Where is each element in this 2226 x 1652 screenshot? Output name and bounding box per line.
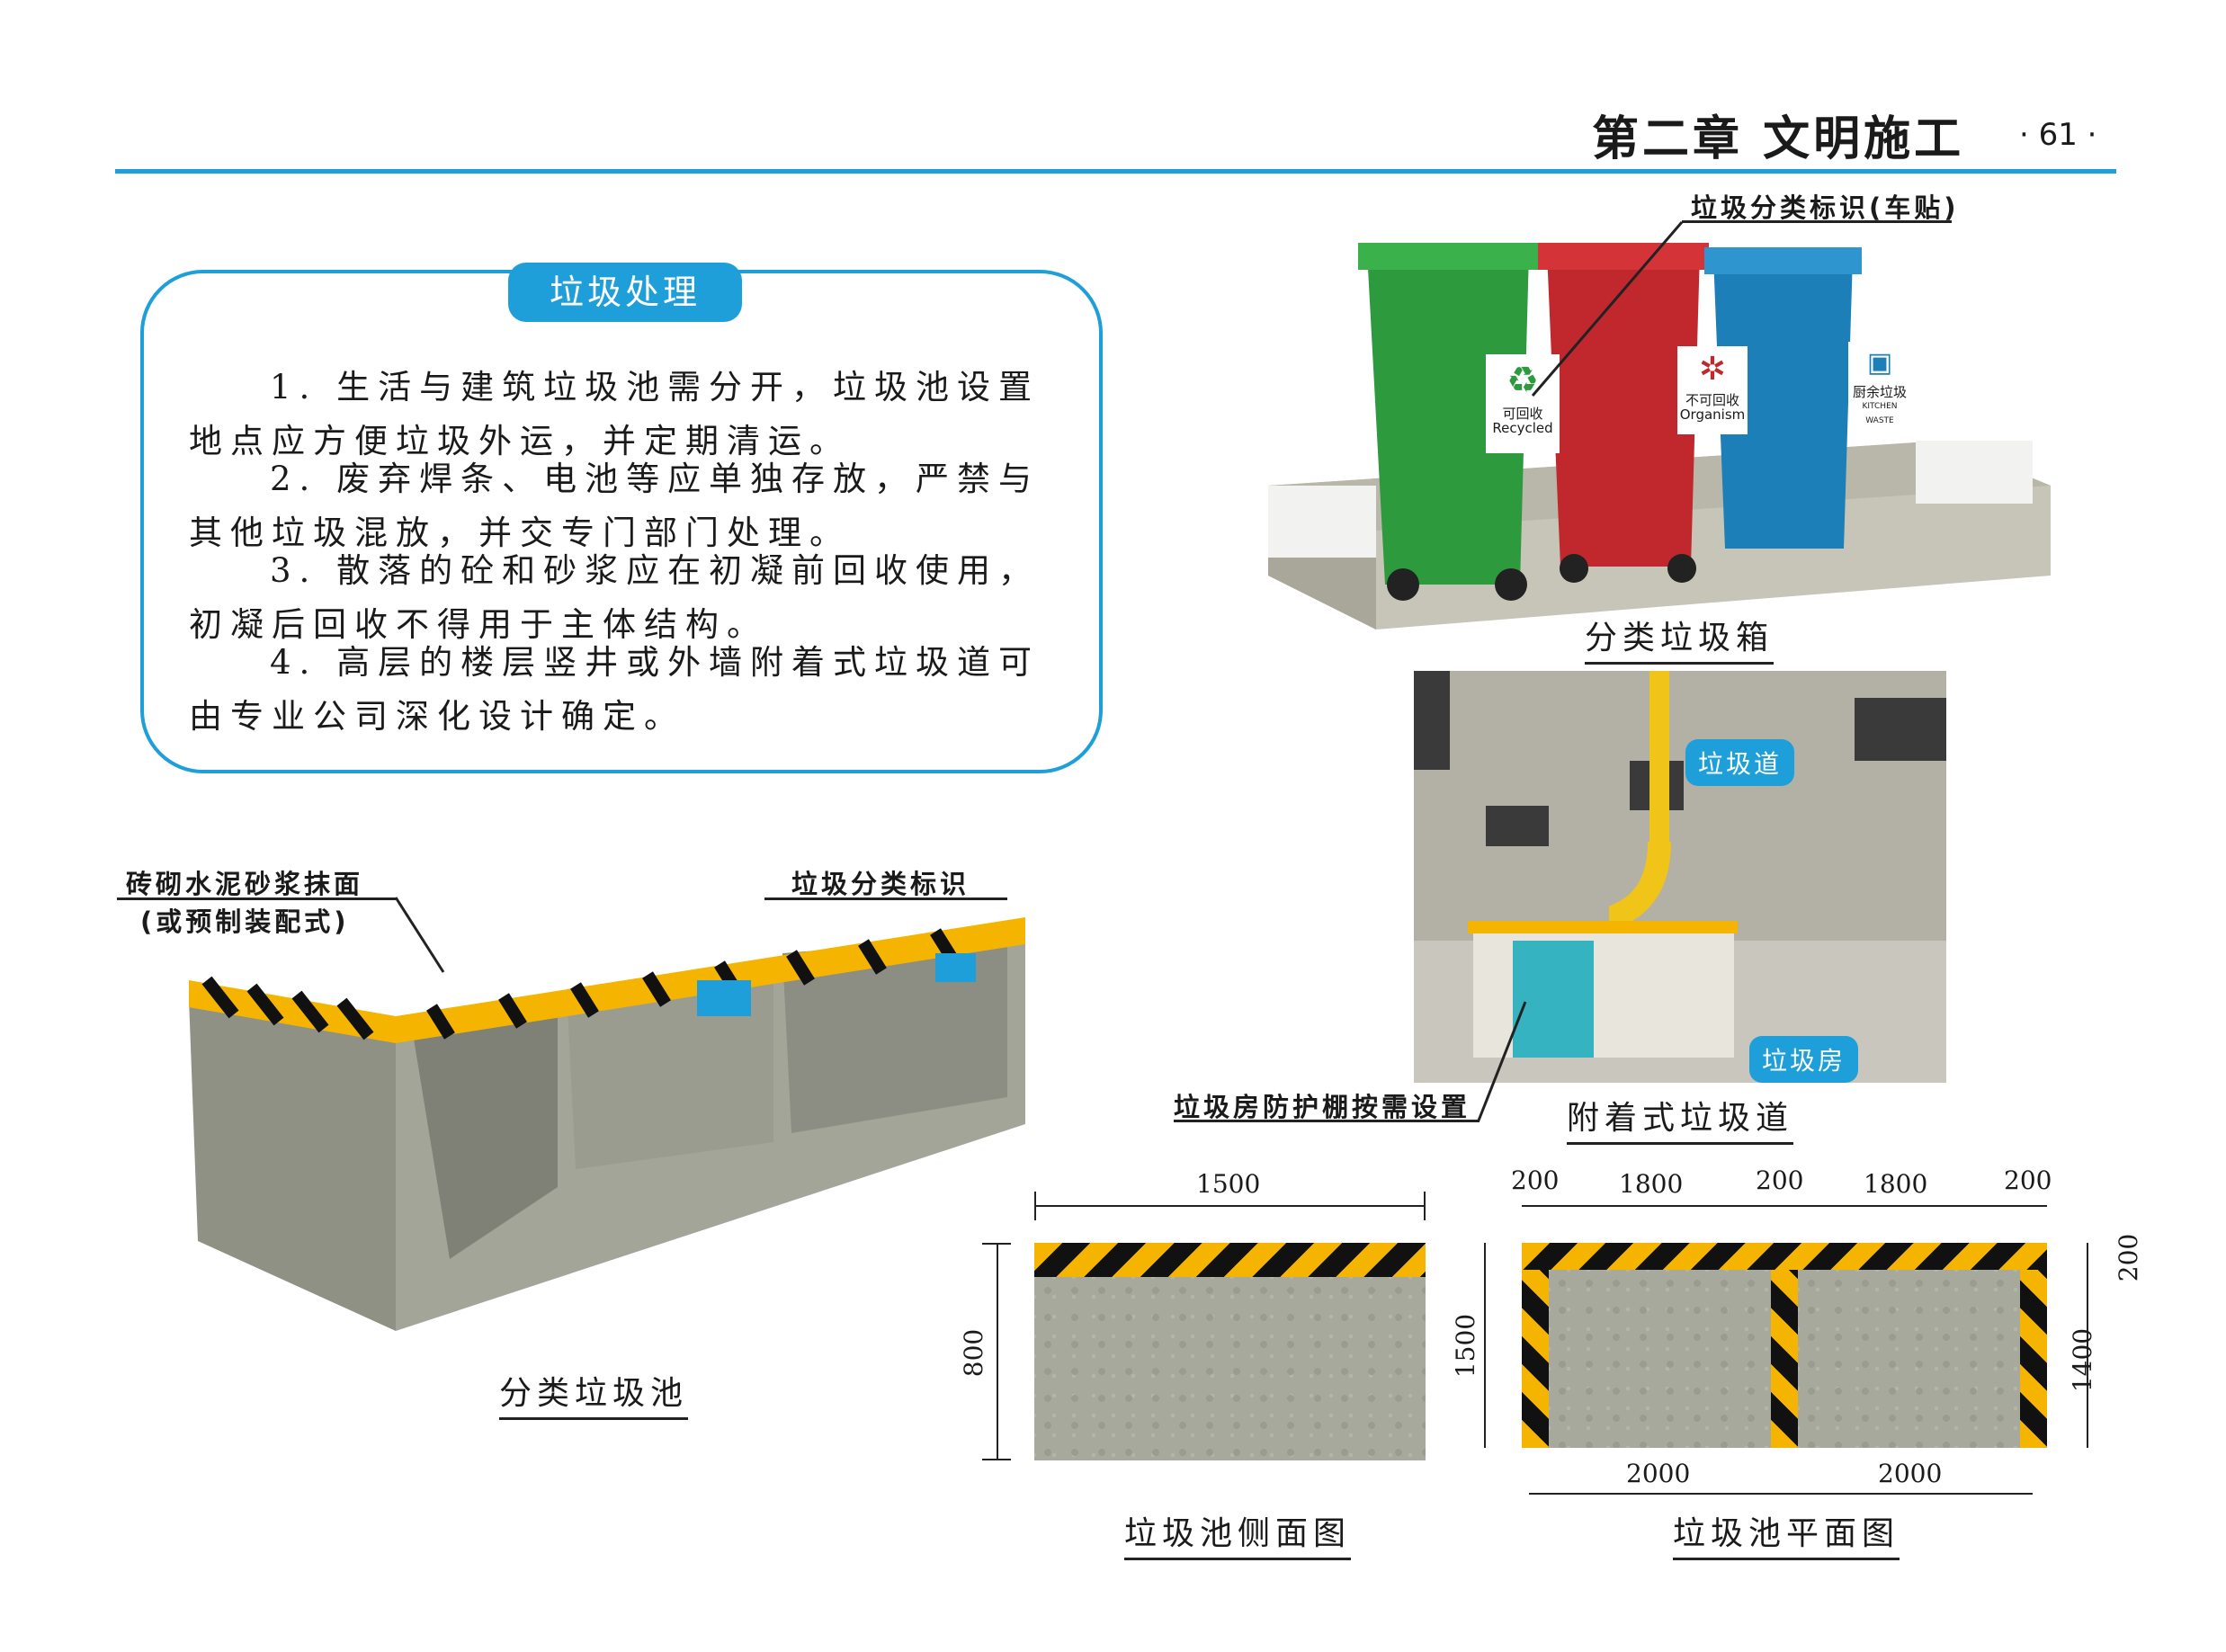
plan-pit-1 [1549, 1270, 1771, 1448]
sorted-bins-illustration [1259, 216, 2069, 638]
pool-sign-callout-line [764, 897, 1007, 900]
page-number: · 61 · [2019, 117, 2097, 153]
pool-caption: 分类垃圾池 [499, 1367, 689, 1420]
plan-middle-strip [1771, 1270, 1798, 1448]
label-kitchen-waste: ▣ 厨余垃圾 KITCHEN WASTE [1848, 342, 1911, 425]
bins-caption: 分类垃圾箱 [1585, 612, 1775, 665]
chute-caption: 附着式垃圾道 [1567, 1092, 1794, 1145]
pool-sign-callout: 垃圾分类标识 [791, 869, 970, 899]
pool-material-leader [394, 897, 445, 973]
paragraph-2: 2. 废弃焊条、电池等应单独存放，严禁与 其他垃圾混放，并交专门部门处理。 [189, 460, 1041, 552]
plan-bottom-dim-line [1529, 1493, 2033, 1495]
plan-bottom-dim-2: 2000 [1878, 1459, 1943, 1488]
side-dim-line-left [997, 1243, 998, 1460]
sorted-pool-illustration [180, 917, 1025, 1331]
plan-right-dim-2: 1400 [2068, 1327, 2098, 1393]
side-width-dim: 1500 [1196, 1169, 1261, 1199]
bin-callout-leader [1531, 221, 1684, 397]
plan-bottom-dim-1: 2000 [1626, 1459, 1691, 1488]
plan-top-strip [1522, 1243, 2047, 1270]
bin-sticker-callout-line [1682, 220, 1952, 223]
room-shelter-callout-line [1174, 1120, 1480, 1122]
pool-material-callout-line [117, 897, 396, 900]
plan-top-dim-4: 1800 [1864, 1169, 1928, 1199]
kitchen-waste-icon: ▣ [1866, 347, 1893, 379]
paragraph-1: 1. 生活与建筑垃圾池需分开，垃圾池设置 地点应方便垃圾外运，并定期清运。 [189, 368, 1041, 460]
pool-material-callout-1: 砖砌水泥砂浆抹面 [126, 869, 364, 899]
room-callout-leader [1477, 1001, 1527, 1121]
label-organism: ✲ 不可回收 Organism [1677, 346, 1748, 434]
room-shelter-callout: 垃圾房防护棚按需设置 [1174, 1092, 1471, 1122]
plan-right-dim-1: 200 [2114, 1233, 2144, 1282]
plan-top-dim-line [1522, 1205, 2047, 1207]
plan-left-dim: 1500 [1451, 1313, 1481, 1379]
room-tag: 垃圾房 [1749, 1036, 1859, 1083]
pool-material-callout-2: (或预制装配式) [140, 906, 350, 937]
side-dim-tick-t [982, 1243, 1011, 1245]
plan-top-dim-3: 200 [1756, 1165, 1804, 1195]
side-view-drawing [1034, 1243, 1426, 1460]
paragraph-4: 4. 高层的楼层竖井或外墙附着式垃圾道可 由专业公司深化设计确定。 [189, 643, 1041, 736]
side-view-wall [1034, 1277, 1426, 1460]
side-dim-tick-r [1424, 1192, 1426, 1220]
side-view-caption: 垃圾池侧面图 [1124, 1507, 1352, 1560]
chapter-title: 第二章 文明施工 [1592, 112, 1965, 166]
plan-top-dim-1: 200 [1511, 1165, 1560, 1195]
plan-left-dim-line [1484, 1243, 1486, 1448]
side-dim-line-top [1034, 1205, 1426, 1207]
side-view-hazard-strip [1034, 1243, 1426, 1277]
plan-view-drawing [1522, 1243, 2047, 1448]
plan-view-caption: 垃圾池平面图 [1673, 1507, 1900, 1560]
plan-top-dim-5: 200 [2004, 1165, 2052, 1195]
side-dim-tick-b [982, 1459, 1011, 1460]
bin-sticker-callout: 垃圾分类标识(车贴) [1691, 192, 1960, 223]
plan-pit-2 [1798, 1270, 2020, 1448]
info-box-title: 垃圾处理 [508, 263, 742, 322]
plan-right-dim-line [2087, 1243, 2088, 1448]
chute-illustration [1414, 671, 1946, 1083]
paragraph-3: 3. 散落的砼和砂浆应在初凝前回收使用， 初凝后回收不得用于主体结构。 [189, 551, 1041, 644]
chute-tag: 垃圾道 [1685, 739, 1795, 786]
plan-right-strip [2020, 1270, 2047, 1448]
side-height-dim: 800 [959, 1328, 989, 1378]
plan-left-strip [1522, 1270, 1549, 1448]
side-dim-tick-l [1034, 1192, 1036, 1220]
non-recycle-icon: ✲ [1698, 351, 1727, 388]
header-rule [115, 169, 2116, 174]
plan-top-dim-2: 1800 [1619, 1169, 1684, 1199]
